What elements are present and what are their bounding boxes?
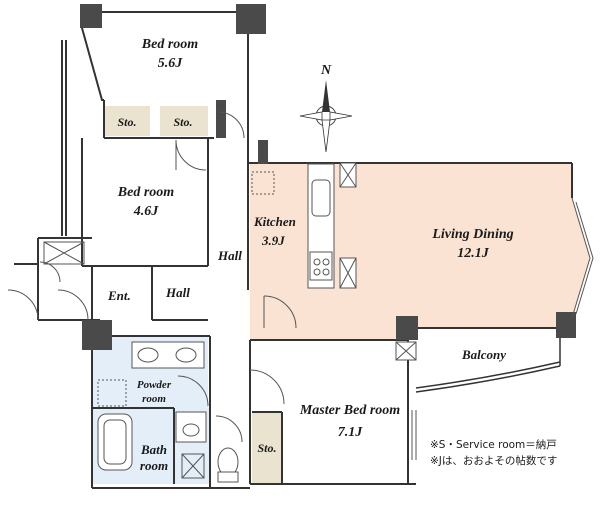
powder-room-line1: Powder [137,379,172,391]
notes: ※S・Service room＝納戸 ※Jは、おおよその帖数です [430,438,557,467]
balcony-label: Balcony [461,347,506,362]
note-service-room: ※S・Service room＝納戸 [430,438,557,451]
doors [7,111,297,443]
hall-vertical-label: Hall [217,248,242,263]
hall-lower-label: Hall [165,285,190,300]
compass-east-arrow [329,111,353,121]
kitchen-size: 3.9J [261,233,285,248]
pillars [80,4,576,350]
bedroom-upper-size: 5.6J [158,56,184,71]
living-floor [250,163,590,340]
master-bedroom-name: Master Bed room [299,403,400,418]
bath-room-line1: Bath [140,442,167,457]
storage-floor-3 [252,412,282,484]
compass: N [299,63,353,153]
note-tatami-size: ※Jは、おおよその帖数です [430,454,557,467]
compass-south-arrow [321,119,331,153]
room-labels: Bed room 5.6J Sto. Sto. Bed room 4.6J Ki… [107,37,514,473]
bedroom-mid-name: Bed room [117,185,175,200]
storage-floor-1 [104,106,150,136]
entrance-label: Ent. [107,288,131,303]
compass-north-label: N [320,63,332,78]
bedroom-upper-name: Bed room [141,37,199,52]
balcony [415,338,561,393]
storage-label-2: Sto. [173,115,192,129]
master-bedroom-size: 7.1J [338,425,364,440]
kitchen-name: Kitchen [253,214,296,229]
living-dining-size: 12.1J [457,246,490,261]
living-dining-name: Living Dining [431,227,513,242]
storage-label-1: Sto. [117,115,136,129]
compass-north-arrow [322,80,330,112]
sanitary-fixtures [43,241,417,483]
storage-label-3: Sto. [257,441,276,455]
windows [411,197,594,460]
powder-room-line2: room [142,393,166,405]
kitchen-fixtures [251,162,357,289]
storage-floor-2 [160,106,208,136]
compass-west-arrow [299,111,323,121]
bedroom-mid-size: 4.6J [133,204,160,219]
bath-room-line2: room [140,458,168,473]
